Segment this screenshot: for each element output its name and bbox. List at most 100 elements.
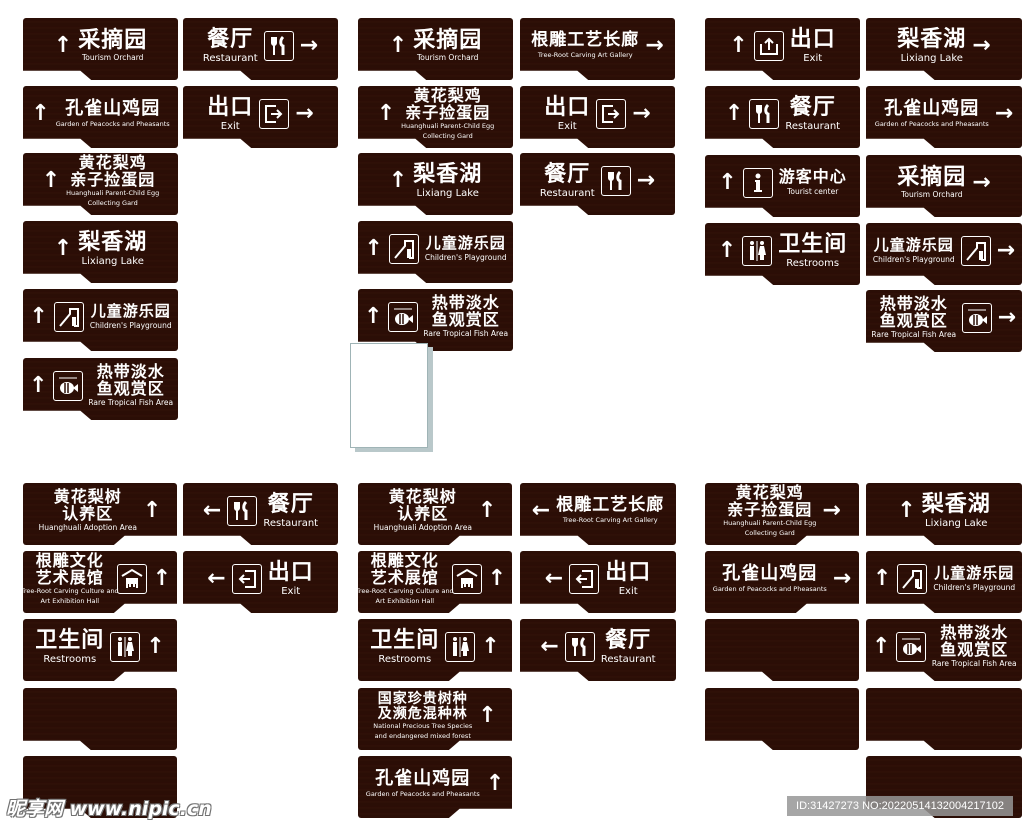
chinese-name: 餐厅	[267, 491, 314, 517]
english-name: National Precious Tree Species	[373, 722, 473, 731]
chinese-name: 儿童游乐园	[934, 563, 1015, 582]
arrow-up-icon: ↑	[29, 373, 48, 398]
chinese-name: 梨香湖	[921, 491, 991, 517]
chinese-name: 卫生间	[370, 627, 440, 653]
arrow-up-icon: ↑	[364, 236, 383, 261]
tropical-fish-icon	[53, 371, 84, 401]
arrow-up-icon: ↑	[53, 236, 73, 261]
chinese-name: 黄花梨树	[388, 486, 457, 506]
playground-slide-icon	[388, 234, 419, 264]
chinese-name: 根雕工艺长廊	[556, 495, 665, 516]
blank-sign	[705, 688, 859, 750]
arrow-up-icon: ↑	[478, 703, 497, 728]
arrow-up-icon: ↑	[376, 101, 396, 126]
english-name: Tree-Root Carving Art Gallery	[562, 516, 658, 525]
chinese-name: 出口	[789, 26, 836, 52]
chinese-name: 认养区	[397, 503, 449, 523]
chinese-name: 孔雀山鸡园	[884, 97, 980, 119]
english-name: Tree-Root Carving Culture and	[20, 587, 119, 596]
arrow-right-icon: →	[996, 238, 1016, 263]
blank-sign	[705, 619, 859, 681]
restroom-icon	[110, 632, 141, 662]
english-name: Garden of Peacocks and Pheasants	[874, 119, 989, 128]
arrow-up-icon: ↑	[388, 168, 408, 193]
english-name: Art Exhibition Hall	[375, 596, 435, 605]
arrow-right-icon: →	[636, 168, 656, 193]
arrow-up-icon: ↑	[31, 101, 50, 126]
arrow-left-icon: ←	[531, 498, 551, 523]
english-name: Collecting Gard	[744, 528, 795, 537]
chinese-name: 孔雀山鸡园	[65, 97, 161, 119]
blank-sign	[23, 756, 177, 818]
chinese-name: 出口	[207, 94, 254, 120]
arrow-right-icon: →	[994, 101, 1014, 126]
arrow-right-icon: →	[295, 101, 314, 126]
chinese-name: 亲子捡蛋园	[727, 499, 813, 519]
arrow-right-icon: →	[972, 170, 991, 195]
chinese-name: 艺术展馆	[35, 567, 104, 587]
chinese-name: 亲子捡蛋园	[405, 102, 491, 122]
english-name: Children's Playground	[872, 254, 955, 264]
english-name: Exit	[281, 585, 301, 597]
empty-frame	[350, 343, 428, 448]
chinese-name: 黄花梨树	[53, 486, 122, 506]
arrow-up-icon: ↑	[29, 304, 48, 329]
arrow-up-icon: ↑	[477, 498, 497, 523]
english-name: Garden of Peacocks and Pheasants	[365, 789, 480, 798]
fork-knife-icon	[263, 31, 294, 61]
chinese-name: 黄花梨鸡	[78, 152, 147, 172]
arrow-up-icon: ↑	[897, 498, 916, 523]
playground-slide-icon	[897, 564, 928, 594]
watermark-logo: 昵享网 www.nipic.cn	[6, 798, 212, 820]
english-name: Restaurant	[785, 120, 841, 132]
english-name: and endangered mixed forest	[374, 731, 471, 740]
chinese-name: 餐厅	[789, 94, 836, 120]
chinese-name: 儿童游乐园	[425, 233, 506, 252]
english-name: Tourism Orchard	[901, 190, 963, 200]
english-name: Huanghuali Parent-Child Egg	[401, 122, 495, 131]
tropical-fish-icon	[961, 303, 992, 333]
chinese-name: 国家珍贵树种	[377, 690, 468, 707]
english-name: Tourist center	[787, 187, 839, 197]
arrow-up-icon: ↑	[487, 566, 506, 591]
arrow-up-icon: ↑	[364, 304, 383, 329]
english-name: Rare Tropical Fish Area	[871, 330, 957, 340]
english-name: Restaurant	[263, 517, 319, 529]
english-name: Garden of Peacocks and Pheasants	[712, 584, 827, 593]
